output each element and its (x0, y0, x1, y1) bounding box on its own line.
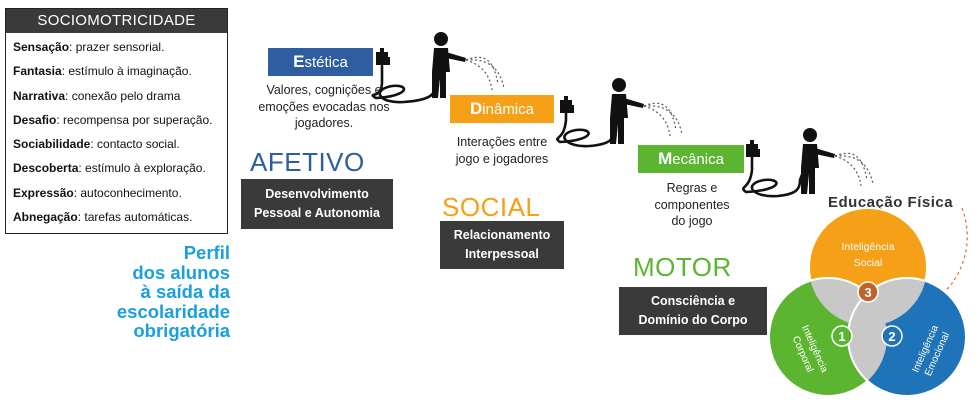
mecanica-label: ecânica (672, 151, 724, 168)
box-line: Relacionamento (453, 228, 551, 242)
sociomotricidade-panel: SOCIOMOTRICIDADE Sensação: prazer sensor… (5, 8, 228, 234)
mecanica-box: Mecânica (638, 145, 744, 173)
dinamica-label: inâmica (482, 101, 534, 118)
badge-2-number: 2 (888, 329, 895, 344)
faucet-icons (376, 48, 760, 157)
motor-label: MOTOR (633, 252, 732, 282)
estetica-label: stética (304, 54, 348, 71)
desc-line: Interações entre (456, 135, 548, 149)
list-item: Desafio: recompensa por superação. (13, 112, 213, 127)
perfil-line: Perfil (183, 242, 230, 263)
perfil-line: escolaridade (116, 300, 230, 322)
box-line: Consciência e (650, 294, 736, 308)
dinamica-description: Interações entre jogo e jogadores (432, 134, 572, 167)
perfil-title: Perfil dos alunos à saída da escolaridad… (70, 243, 230, 341)
sociomotricidade-title: SOCIOMOTRICIDADE (6, 9, 227, 33)
hose-2 (555, 108, 622, 148)
list-item: Abnegação: tarefas automáticas. (13, 210, 193, 225)
list-item: Fantasia: estímulo à imaginação. (13, 64, 192, 79)
badge-3-number: 3 (864, 285, 871, 300)
desc-line: componentes (654, 197, 730, 212)
afetivo-label: AFETIVO (250, 147, 365, 177)
estetica-initial: E (293, 52, 305, 71)
box-line: Desenvolvimento (265, 187, 369, 201)
desc-line: emoções evocadas nos (258, 99, 390, 114)
list-item: Sociabilidade: contacto social. (13, 137, 180, 152)
mecanica-initial: M (658, 149, 673, 168)
estetica-box: Estética (268, 48, 373, 76)
perfil-line: à saída da (140, 281, 230, 302)
badge-3 (857, 281, 879, 303)
desc-line: jogo e jogadores (455, 151, 549, 166)
desc-line: do jogo (671, 214, 713, 228)
list-item: Sensação: prazer sensorial. (13, 40, 165, 54)
desc-line: Valores, cognições e (266, 83, 382, 97)
dinamica-box: Dinâmica (450, 95, 554, 123)
desc-line: jogadores. (294, 116, 354, 130)
label-social-2: Social (854, 257, 883, 269)
venn-diagram: 3 1 2 Inteligência Social Inteligência C… (768, 207, 968, 397)
motor-box: Consciência e Domínio do Corpo (619, 287, 767, 335)
educacao-fisica-title: Educação Física (828, 194, 954, 211)
dinamica-initial: D (470, 99, 483, 118)
badge-2 (881, 325, 903, 347)
badge-1 (831, 325, 853, 347)
sociomotricidade-list: Sensação: prazer sensorial. Fantasia: es… (6, 33, 227, 229)
person-icons (432, 32, 835, 194)
estetica-description: Valores, cognições e emoções evocadas no… (244, 82, 404, 132)
perfil-line: dos alunos (132, 261, 230, 283)
perfil-line: obrigatória (133, 320, 230, 341)
desc-line: Regras e (666, 181, 718, 195)
water-spray (465, 56, 874, 187)
hose-3 (741, 154, 808, 198)
list-item: Narrativa: conexão pelo drama (13, 88, 181, 103)
list-item: Expressão: autoconhecimento. (13, 185, 182, 200)
box-line: Interpessoal (465, 247, 539, 261)
social-label: SOCIAL (442, 192, 541, 222)
box-line: Pessoal e Autonomia (254, 206, 380, 220)
label-social-1: Inteligência (841, 241, 894, 253)
hose-1 (371, 64, 444, 104)
mecanica-description: Regras e componentes do jogo (633, 180, 751, 230)
list-item: Descoberta: estímulo à exploração. (13, 161, 206, 176)
badge-1-number: 1 (838, 329, 845, 344)
box-line: Domínio do Corpo (638, 313, 748, 327)
